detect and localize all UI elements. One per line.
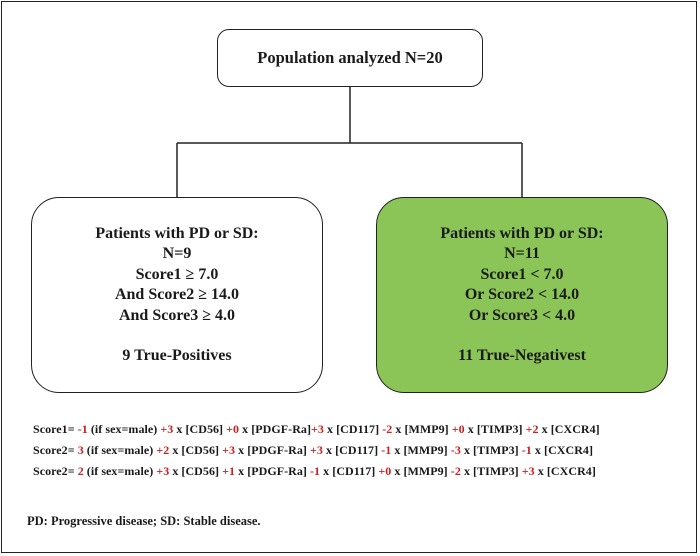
formula-coefficient: -1	[77, 422, 88, 436]
formula-coefficient: +3	[160, 422, 174, 436]
formula-term: (if sex=male)	[83, 443, 157, 457]
formula-term: Score2=	[33, 464, 78, 478]
positive-group-box: Patients with PD or SD: N=9 Score1 ≥ 7.0…	[31, 197, 323, 393]
formula-coefficient: -2	[382, 422, 393, 436]
formula-coefficient: +0	[226, 422, 240, 436]
formula-coefficient: +0	[378, 464, 392, 478]
formula-term: x [TIMP3]	[464, 422, 526, 436]
formula-coefficient: 2	[77, 464, 84, 478]
formula-coefficient: +3	[521, 464, 535, 478]
formula-coefficient: -3	[450, 443, 461, 457]
negative-result: 11 True-Negativest	[458, 347, 586, 364]
formula-term: x [CXCR4]	[534, 464, 596, 478]
formula-term: (if sex=male)	[83, 464, 157, 478]
formula-coefficient: +1	[222, 464, 236, 478]
negative-criterion-score2: Or Score2 < 14.0	[464, 286, 580, 303]
formula-coefficient: +2	[525, 422, 539, 436]
positive-criterion-score2: And Score2 ≥ 14.0	[114, 286, 240, 303]
formula-coefficient: +0	[451, 422, 465, 436]
positive-group-count: N=9	[162, 245, 192, 262]
formula-term: x [CXCR4]	[538, 422, 600, 436]
formula-coefficient: +3	[310, 443, 323, 457]
formula-coefficient: -1	[310, 464, 321, 478]
formula-term: Score2=	[33, 443, 78, 457]
formula-coefficient: -1	[381, 443, 392, 457]
formula-line-1: Score1= -1 (if sex=male) +3 x [CD56] +0 …	[33, 422, 600, 437]
formula-term: x [CD117]	[323, 422, 383, 436]
formula-coefficient: -2	[450, 464, 461, 478]
formula-term: x [PDGF-Ra]	[235, 464, 311, 478]
formula-term: x [CD117]	[320, 464, 379, 478]
formula-coefficient: +3	[222, 443, 236, 457]
formula-term: x [CD56]	[169, 464, 223, 478]
negative-group-heading: Patients with PD or SD:	[440, 224, 604, 242]
formula-line-3: Score2= 2 (if sex=male) +3 x [CD56] +1 x…	[33, 464, 596, 479]
population-label: Population analyzed N=20	[257, 48, 443, 67]
formula-line-2: Score2= 3 (if sex=male) +2 x [CD56] +3 x…	[33, 443, 593, 458]
formula-term: x [MMP9]	[392, 422, 452, 436]
formula-coefficient: +3	[311, 422, 324, 436]
population-box: Population analyzed N=20	[217, 29, 483, 87]
formula-term: x [CD56]	[173, 422, 227, 436]
positive-criterion-score1: Score1 ≥ 7.0	[135, 265, 219, 283]
negative-group-count: N=11	[504, 245, 540, 262]
positive-criterion-score3: And Score3 ≥ 4.0	[118, 306, 236, 324]
abbreviation-footnote: PD: Progressive disease; SD: Stable dise…	[27, 514, 261, 528]
formula-term: (if sex=male)	[87, 422, 161, 436]
formula-term: x [PDGF-Ra]	[239, 422, 312, 436]
formula-term: x [MMP9]	[391, 464, 451, 478]
formula-term: Score1=	[33, 422, 78, 436]
positive-group-heading: Patients with PD or SD:	[95, 224, 259, 242]
formula-term: x [CD56]	[169, 443, 223, 457]
formula-coefficient: +3	[156, 464, 170, 478]
formula-term: x [CXCR4]	[531, 443, 594, 457]
formula-term: x [PDGF-Ra]	[235, 443, 311, 457]
negative-criterion-score1: Score1 < 7.0	[480, 265, 564, 283]
negative-criterion-score3: Or Score3 < 4.0	[468, 306, 576, 324]
formula-term: x [TIMP3]	[460, 443, 522, 457]
formula-term: x [TIMP3]	[460, 464, 522, 478]
formula-coefficient: -1	[521, 443, 532, 457]
negative-group-box: Patients with PD or SD: N=11 Score1 < 7.…	[376, 197, 668, 393]
formula-term: x [MMP9]	[391, 443, 451, 457]
positive-result: 9 True-Positives	[122, 347, 232, 364]
formula-term: x [CD117]	[322, 443, 382, 457]
formula-coefficient: +2	[156, 443, 170, 457]
formula-coefficient: 3	[77, 443, 84, 457]
